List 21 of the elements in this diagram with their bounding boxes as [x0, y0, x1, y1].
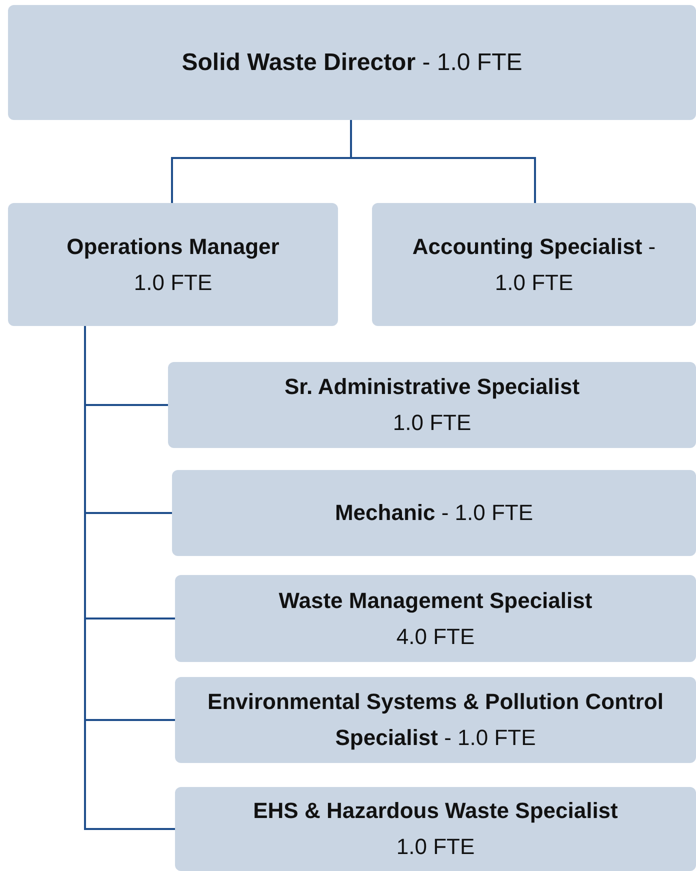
role-box — [372, 203, 696, 326]
fte-count: 1.0 FTE — [392, 409, 472, 437]
role-label: Accounting Specialist - 1.0 FTE — [411, 232, 657, 296]
role-label: Mechanic - 1.0 FTE — [334, 499, 534, 527]
role-box — [168, 362, 696, 448]
role-box — [175, 787, 696, 871]
connector-line — [350, 120, 536, 203]
role-title: Operations Manager — [66, 232, 280, 261]
role-title: Sr. Administrative Specialist — [284, 373, 580, 401]
role-box — [172, 470, 696, 556]
role-box — [8, 5, 696, 120]
role-box — [8, 203, 338, 326]
role-title: EHS & Hazardous Waste Specialist — [253, 797, 618, 825]
role-box — [175, 677, 696, 763]
fte-count: 1.0 FTE — [134, 268, 212, 296]
fte-count: 4.0 FTE — [396, 622, 475, 650]
role-label: Solid Waste Director - 1.0 FTE — [182, 48, 522, 78]
fte-count: 1.0 FTE — [396, 833, 475, 861]
role-box — [175, 575, 696, 662]
role-title: Waste Management Specialist — [278, 586, 592, 615]
role-label: Environmental Systems & Pollution Control Specialist - 1.0 FTE — [206, 688, 664, 752]
